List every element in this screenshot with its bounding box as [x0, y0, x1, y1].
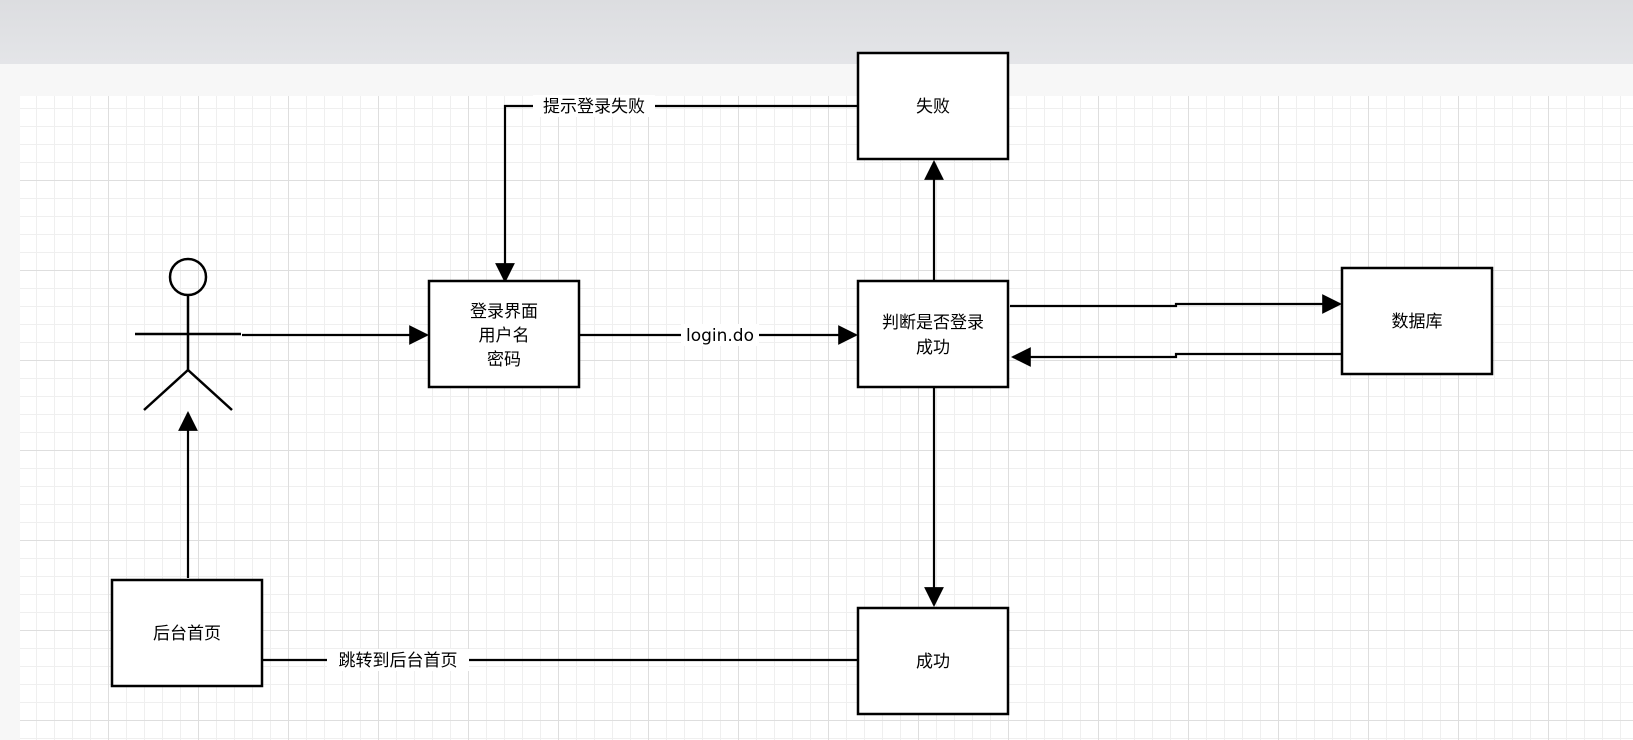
node-judge-login[interactable]: 判断是否登录 成功 [856, 279, 1010, 389]
node-fail[interactable]: 失败 [856, 51, 1010, 161]
node-judge-line-2: 成功 [916, 338, 950, 358]
node-login-line-1: 登录界面 [470, 302, 538, 322]
edge-fail-to-login[interactable] [495, 104, 858, 283]
node-database[interactable]: 数据库 [1340, 266, 1494, 376]
node-fail-label: 失败 [916, 97, 950, 117]
node-success-label: 成功 [916, 652, 950, 672]
node-login-line-2: 用户名 [479, 326, 530, 346]
node-login-line-3: 密码 [487, 350, 521, 370]
node-backend-home[interactable]: 后台首页 [110, 578, 264, 688]
diagram-grid-paper [20, 96, 1633, 740]
node-judge-line-1: 判断是否登录 [882, 313, 984, 333]
node-success[interactable]: 成功 [856, 606, 1010, 716]
node-login-page[interactable]: 登录界面 用户名 密码 [427, 279, 581, 389]
toolbar-area [0, 0, 1633, 64]
edge-judge-to-database[interactable] [1010, 294, 1342, 314]
actor-user-icon[interactable] [135, 257, 241, 411]
edge-label-success-to-backend: 跳转到后台首页 [339, 651, 458, 671]
node-database-label: 数据库 [1392, 312, 1443, 332]
node-backend-label: 后台首页 [153, 624, 221, 644]
edge-label-login-to-judge: login.do [686, 326, 754, 346]
edge-label-fail-to-login: 提示登录失败 [543, 97, 645, 117]
edge-database-to-judge[interactable] [1011, 347, 1342, 367]
